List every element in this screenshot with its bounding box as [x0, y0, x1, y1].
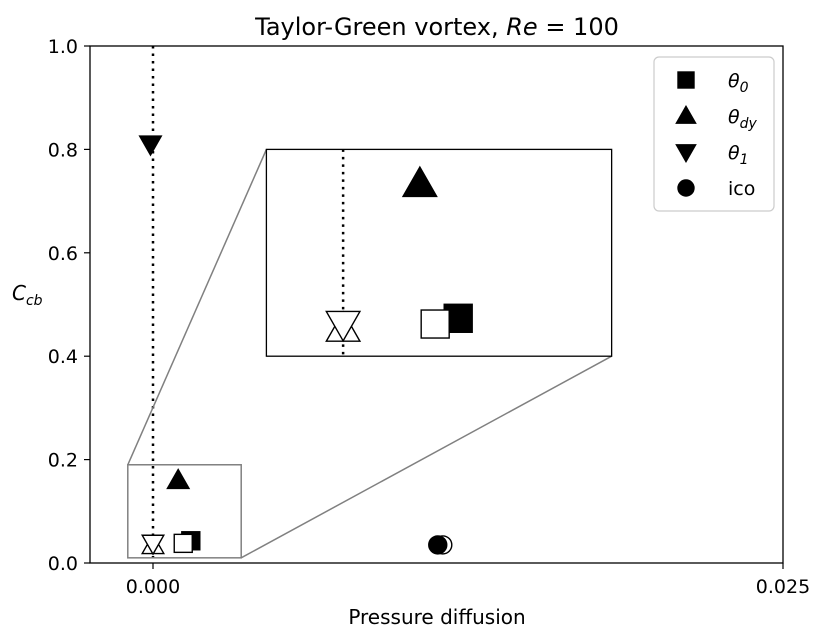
y-tick-label: 1.0	[48, 36, 78, 58]
legend-marker-square	[677, 71, 695, 89]
inset-panel	[265, 148, 613, 357]
inset-point-triangle-down-open	[325, 310, 362, 343]
inset-point-triangle-up-filled	[401, 165, 438, 198]
x-tick-label: 0.025	[756, 576, 810, 598]
y-tick-label: 0.6	[48, 243, 78, 265]
legend-label-main: ico	[728, 178, 755, 200]
data-point-triangle-down-open	[140, 534, 166, 556]
legend-label: ico	[728, 178, 755, 200]
data-point-square-open	[173, 533, 193, 554]
y-axis-label: Ccb	[12, 281, 43, 309]
y-tick-label: 0.2	[48, 450, 78, 472]
plot-layer	[127, 46, 613, 563]
legend-box	[653, 56, 775, 212]
legend-label: θ0	[728, 70, 749, 96]
y-tick-label: 0.8	[48, 139, 78, 161]
legend-label-main: θ	[728, 142, 740, 164]
legend-marker-circle	[677, 179, 695, 197]
inset-point-square-open	[420, 309, 450, 339]
title-eq-text: = 100	[538, 13, 619, 41]
data-point-triangle-down-filled	[138, 135, 163, 157]
zoom-connector	[240, 355, 612, 559]
chart-title: Taylor-Green vortex, Re = 100	[254, 13, 619, 41]
legend-marker-triangle-up	[675, 104, 697, 124]
legend-label-sub: 0	[740, 80, 749, 96]
y-tick-label: 0.0	[48, 553, 78, 575]
legend-label-main: θ	[728, 106, 740, 128]
legend-label: θ1	[728, 142, 749, 168]
zoom-connector	[127, 149, 268, 466]
x-axis-label: Pressure diffusion	[348, 605, 525, 629]
legend-marker-triangle-down	[675, 144, 697, 164]
y-tick-label: 0.4	[48, 346, 78, 368]
title-main-text: Taylor-Green vortex,	[254, 13, 506, 41]
y-label-main: C	[12, 281, 26, 305]
title-re-text: Re	[506, 13, 537, 41]
y-label-sub: cb	[26, 293, 43, 309]
zoom-source-box	[127, 464, 242, 559]
legend-label-main: θ	[728, 70, 740, 92]
x-tick-label: 0.000	[126, 576, 180, 598]
data-point-circle-filled	[428, 535, 448, 555]
legend-label-sub: 1	[740, 152, 749, 168]
data-point-triangle-up-filled	[166, 468, 191, 490]
plot-frame	[89, 45, 784, 564]
legend-label: θdy	[728, 106, 758, 132]
legend-label-sub: dy	[740, 116, 758, 132]
